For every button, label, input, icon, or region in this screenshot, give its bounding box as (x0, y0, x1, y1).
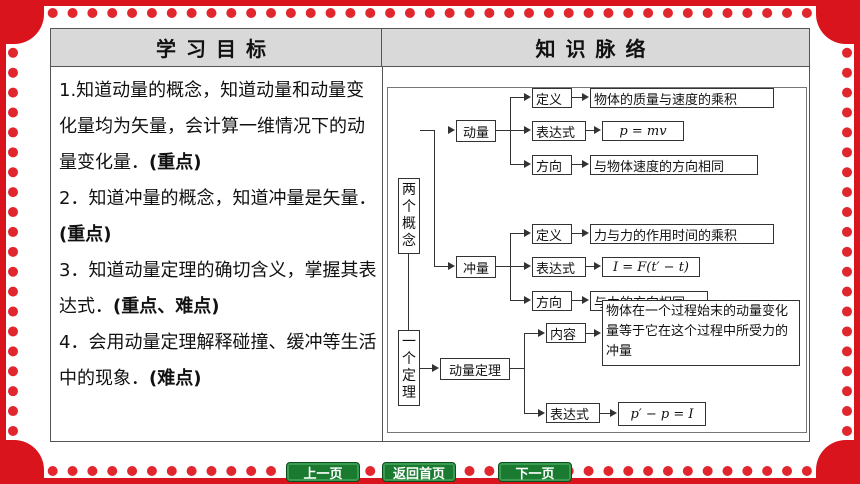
map-connector (434, 130, 435, 266)
objective-item: 4．会用动量定理解释碰撞、缓冲等生活中的现象．(难点) (59, 332, 377, 389)
map-connector (434, 266, 448, 267)
arrow-icon (524, 229, 531, 237)
map-connector (510, 97, 511, 165)
map-connector (420, 368, 434, 369)
impulse-definition: 力与力的作用时间的乘积 (590, 224, 774, 244)
map-connector (496, 130, 510, 131)
content-table: 学习目标 知识脉络 1.知道动量的概念，知道动量和动量变化量均为矢量，会计算一维… (50, 28, 810, 442)
prev-page-button[interactable]: 上一页 (286, 462, 360, 482)
momentum-definition: 物体的质量与速度的乘积 (590, 88, 774, 108)
impulse-expression: I = F(t′ − t) (602, 257, 700, 277)
arrow-icon (524, 93, 531, 101)
map-label-expression: 表达式 (532, 257, 586, 277)
objective-item: 2．知道冲量的概念，知道冲量是矢量．(重点) (59, 188, 377, 245)
header-knowledge-map: 知识脉络 (382, 29, 809, 67)
map-group-concepts: 两个概念 (398, 178, 420, 254)
column-divider (382, 67, 383, 441)
map-label-definition: 定义 (532, 224, 572, 244)
map-connector (510, 266, 526, 267)
momentum-direction: 与物体速度的方向相同 (590, 155, 758, 175)
map-connector (510, 368, 524, 369)
arrow-icon (582, 229, 589, 237)
objective-tag: (重点) (59, 224, 112, 245)
arrow-icon (524, 262, 531, 270)
arrow-icon (594, 329, 601, 337)
header-objectives: 学习目标 (51, 29, 382, 67)
map-label-direction: 方向 (532, 155, 572, 175)
map-connector (510, 233, 526, 234)
knowledge-map: 两个概念 一个定理 动量 冲量 定义 表达式 方向 物体的质量与速度 (387, 87, 807, 433)
map-label-expression: 表达式 (546, 403, 600, 423)
objective-item: 1.知道动量的概念，知道动量和动量变化量均为矢量，会计算一维情况下的动量变化量．… (59, 80, 365, 173)
objective-tag: (难点) (149, 368, 202, 389)
map-connector (586, 266, 594, 267)
arrow-icon (448, 262, 455, 270)
arrow-icon (582, 93, 589, 101)
arrow-icon (524, 160, 531, 168)
arrow-icon (448, 126, 455, 134)
arrow-icon (610, 409, 617, 417)
map-label-direction: 方向 (532, 291, 572, 311)
map-connector (572, 233, 582, 234)
arrow-icon (582, 160, 589, 168)
map-connector (572, 164, 582, 165)
map-connector (420, 130, 434, 131)
map-group-theorem: 一个定理 (398, 330, 420, 406)
map-connector (524, 413, 538, 414)
arrow-icon (594, 126, 601, 134)
arrow-icon (432, 364, 439, 372)
map-node-impulse: 冲量 (456, 256, 496, 278)
objectives-list: 1.知道动量的概念，知道动量和动量变化量均为矢量，会计算一维情况下的动量变化量．… (59, 73, 377, 397)
arrow-icon (524, 126, 531, 134)
map-label-content: 内容 (546, 323, 586, 343)
home-button[interactable]: 返回首页 (382, 462, 456, 482)
map-connector (586, 333, 594, 334)
map-connector (524, 333, 538, 334)
map-connector (524, 333, 525, 413)
arrow-icon (582, 296, 589, 304)
map-connector (600, 413, 610, 414)
map-connector (496, 266, 510, 267)
objective-tag: (重点、难点) (113, 296, 220, 317)
arrow-icon (524, 296, 531, 304)
map-connector (408, 254, 409, 330)
arrow-icon (594, 262, 601, 270)
map-connector (510, 300, 526, 301)
map-label-expression: 表达式 (532, 121, 586, 141)
objective-tag: (重点) (149, 152, 202, 173)
map-node-theorem: 动量定理 (440, 358, 510, 380)
map-label-definition: 定义 (532, 88, 572, 108)
map-connector (510, 164, 526, 165)
arrow-icon (538, 409, 545, 417)
arrow-icon (538, 329, 545, 337)
theorem-content: 物体在一个过程始末的动量变化量等于它在这个过程中所受力的冲量 (602, 300, 800, 366)
objective-item: 3．知道动量定理的确切含义，掌握其表达式．(重点、难点) (59, 260, 377, 317)
map-connector (510, 233, 511, 301)
map-node-momentum: 动量 (456, 120, 496, 142)
map-connector (572, 300, 582, 301)
map-connector (510, 130, 526, 131)
map-connector (510, 97, 526, 98)
map-connector (572, 97, 582, 98)
map-connector (586, 130, 594, 131)
momentum-expression: p = mv (602, 121, 684, 141)
next-page-button[interactable]: 下一页 (498, 462, 572, 482)
theorem-expression: p′ − p = I (618, 402, 706, 426)
